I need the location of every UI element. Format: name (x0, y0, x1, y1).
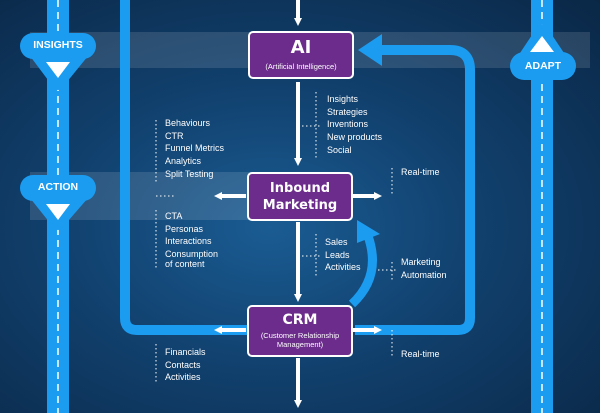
inbound-marketing-node: Inbound Marketing (247, 172, 353, 221)
list-item: Activities (325, 262, 361, 273)
list-item: Financials (165, 347, 206, 357)
crm-subtitle-line2: Management) (276, 340, 324, 349)
list-item: New products (327, 132, 383, 143)
action-tag (20, 175, 96, 230)
adapt-tag (510, 24, 576, 80)
list-item: Contacts (165, 359, 201, 370)
list-item: Personas (165, 223, 204, 234)
inbound-tools-list: CTA Personas Interactions Consumption of… (165, 210, 218, 271)
crm-node: CRM (Customer Relationship Management) (247, 305, 353, 357)
list-item: Strategies (327, 106, 368, 117)
inbound-outputs-list: Sales Leads Activities (325, 236, 361, 274)
insights-label: INSIGHTS (33, 39, 83, 51)
list-item: Interactions (165, 236, 212, 247)
realtime-bottom-label: Real-time (401, 349, 440, 359)
list-item: Automation (401, 269, 447, 280)
list-item: Insights (327, 94, 359, 104)
crm-title: CRM (282, 312, 318, 328)
down-triangle-icon (46, 62, 70, 78)
list-item: Funnel Metrics (165, 143, 225, 154)
list-item: of content (165, 258, 205, 269)
down-triangle-icon (46, 204, 70, 220)
list-item: Social (327, 144, 352, 155)
list-item: Inventions (327, 119, 369, 130)
insights-tag (20, 33, 96, 90)
list-item: CTR (165, 130, 184, 141)
marketing-automation-label: Marketing Automation (401, 256, 447, 281)
realtime-top-label: Real-time (401, 167, 440, 177)
crm-subtitle-line1: (Customer Relationship (260, 331, 340, 340)
crm-to-inbound-arrow (348, 234, 377, 308)
inbound-title-line2: Marketing (262, 198, 338, 213)
list-item: Marketing (401, 257, 441, 267)
ai-subtitle: (Artificial Intelligence) (265, 62, 337, 71)
crm-data-list: Financials Contacts Activities (165, 346, 206, 384)
up-triangle-icon (530, 36, 554, 52)
list-item: Activities (165, 372, 201, 383)
inbound-inputs-list: Behaviours CTR Funnel Metrics Analytics … (165, 117, 224, 181)
action-label: ACTION (37, 181, 79, 193)
crm-to-inbound-arrowhead (357, 220, 380, 243)
list-item: Split Testing (165, 168, 214, 179)
list-item: CTA (165, 211, 183, 221)
list-item: Behaviours (165, 118, 211, 128)
list-item: Sales (325, 237, 348, 247)
ai-node: AI (Artificial Intelligence) (248, 31, 354, 79)
list-item: Consumption (165, 249, 219, 260)
list-item: Leads (325, 249, 350, 260)
right-loop (355, 45, 475, 335)
list-item: Analytics (165, 156, 202, 167)
ai-outputs-list: Insights Strategies Inventions New produ… (327, 93, 382, 157)
inbound-title-line1: Inbound (269, 181, 331, 196)
left-loop (120, 0, 248, 335)
dotted-connectors (155, 92, 398, 384)
right-loop-arrowhead (358, 34, 382, 66)
adapt-label: ADAPT (524, 60, 562, 72)
ai-title: AI (290, 37, 312, 58)
